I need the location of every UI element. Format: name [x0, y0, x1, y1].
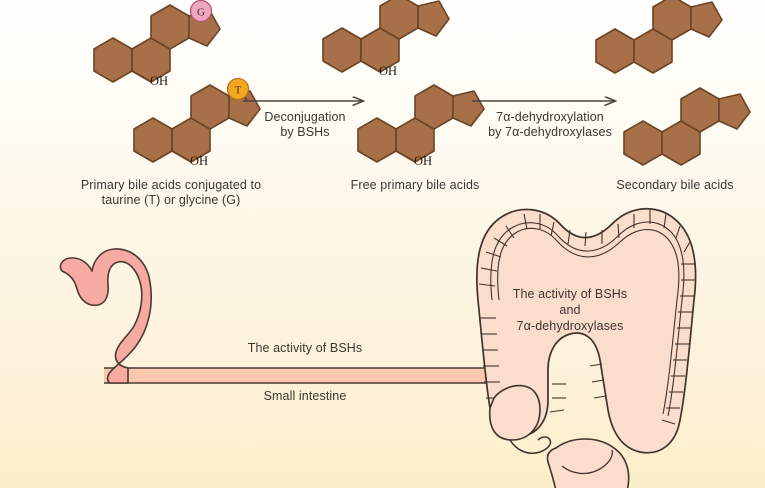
molecule-free-primary-2: OH — [357, 84, 485, 168]
oh-label: OH — [379, 64, 397, 78]
arrow-label-deconjugation: Deconjugation by BSHs — [264, 110, 346, 139]
colon-activity-label: The activity of BSHs and 7α-dehydroxylas… — [512, 287, 628, 333]
glycine-tag-label: G — [197, 7, 205, 19]
caption-free-primary: Free primary bile acids — [350, 178, 480, 192]
molecule-primary-conjugated-glycine: OH G — [93, 0, 221, 88]
caption-secondary: Secondary bile acids — [616, 178, 734, 192]
small-intestine-graphic — [104, 367, 498, 384]
small-intestine-label: Small intestine — [263, 389, 347, 403]
colon-graphic — [475, 207, 697, 488]
caption-primary-conjugated: Primary bile acids conjugated to taurine… — [80, 178, 262, 207]
oh-label: OH — [414, 154, 432, 168]
molecule-primary-conjugated-taurine: OH T — [133, 77, 261, 168]
molecule-secondary-1 — [595, 0, 723, 74]
taurine-tag-circle — [226, 77, 250, 101]
molecule-free-primary-1: OH — [322, 0, 450, 78]
oh-label: OH — [150, 74, 168, 88]
stomach-graphic — [59, 248, 153, 384]
taurine-tag-label: T — [235, 85, 242, 97]
molecule-secondary-2 — [623, 87, 751, 166]
glycine-tag-circle — [189, 0, 213, 23]
small-intestine-activity-label: The activity of BSHs — [247, 341, 363, 355]
oh-label: OH — [190, 154, 208, 168]
arrow-label-dehydroxylation: 7α-dehydroxylation by 7α-dehydroxylases — [488, 110, 612, 139]
